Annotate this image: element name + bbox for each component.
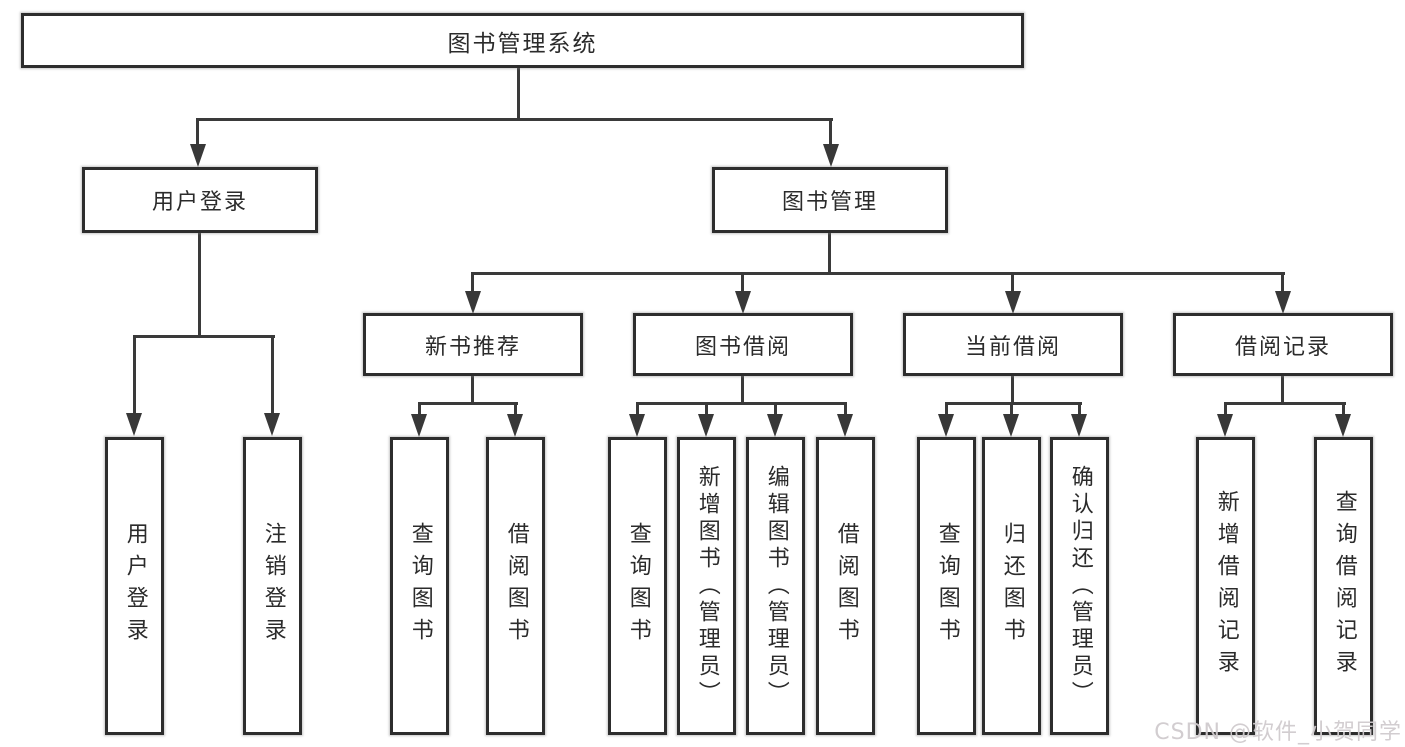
leaf-add-borrow-record: 新增借阅记录 [1196, 437, 1255, 735]
node-label: 借阅图书 [833, 522, 859, 650]
connector-line [705, 402, 708, 417]
node-root: 图书管理系统 [21, 13, 1024, 68]
connector-line [133, 335, 136, 415]
node-borrow-records: 借阅记录 [1173, 313, 1393, 376]
connector-line [471, 272, 474, 298]
node-label: 当前借阅 [964, 334, 1061, 360]
connector-line [774, 402, 777, 417]
arrow-down-icon [735, 291, 751, 314]
leaf-user-login: 用户登录 [105, 437, 164, 735]
arrow-down-icon [507, 414, 523, 437]
watermark: CSDN @软件_小贺同学 [1154, 720, 1402, 745]
arrow-down-icon [1005, 291, 1021, 314]
leaf-borrow-books-borrow: 借阅图书 [816, 437, 875, 735]
connector-line [418, 402, 518, 405]
connector-line [636, 402, 847, 405]
connector-line [471, 272, 1285, 275]
arrow-down-icon [1275, 291, 1291, 314]
connector-line [197, 118, 833, 121]
arrow-down-icon [1003, 414, 1019, 437]
node-label: 查询图书 [934, 522, 960, 650]
connector-line [271, 335, 274, 415]
node-label: 图书管理系统 [447, 30, 598, 57]
connector-line [1224, 402, 1227, 417]
connector-line [1011, 375, 1014, 405]
leaf-query-borrow-record: 查询借阅记录 [1314, 437, 1373, 735]
connector-line [741, 272, 744, 298]
connector-line [133, 335, 275, 338]
arrow-down-icon [190, 144, 206, 167]
arrow-down-icon [1335, 414, 1351, 437]
leaf-logout: 注销登录 [243, 437, 302, 735]
connector-line [471, 375, 474, 405]
leaf-confirm-return-admin: 确认归还（管理员） [1050, 437, 1109, 735]
node-label: 新增图书（管理员） [694, 464, 720, 708]
node-label: 查询借阅记录 [1331, 490, 1357, 682]
connector-line [1281, 375, 1284, 405]
leaf-add-book-admin: 新增图书（管理员） [677, 437, 736, 735]
connector-line [1010, 402, 1013, 417]
leaf-query-books-borrow: 查询图书 [608, 437, 667, 735]
node-label: 查询图书 [625, 522, 651, 650]
arrow-down-icon [411, 414, 427, 437]
arrow-down-icon [823, 144, 839, 167]
connector-line [741, 375, 744, 405]
arrow-down-icon [264, 413, 280, 436]
node-label: 用户登录 [151, 190, 248, 215]
connector-line [945, 402, 948, 417]
leaf-borrow-books-recommend: 借阅图书 [486, 437, 545, 735]
node-label: 归还图书 [999, 522, 1025, 650]
node-label: 借阅图书 [503, 522, 529, 650]
arrow-down-icon [629, 414, 645, 437]
node-new-book-recommend: 新书推荐 [363, 313, 583, 376]
node-label: 确认归还（管理员） [1067, 464, 1093, 708]
node-user-login: 用户登录 [82, 167, 318, 233]
node-current-borrow: 当前借阅 [903, 313, 1123, 376]
node-label: 借阅记录 [1234, 334, 1331, 360]
connector-line [196, 118, 199, 148]
arrow-down-icon [1071, 414, 1087, 437]
connector-line [418, 402, 421, 417]
connector-line [844, 402, 847, 417]
arrow-down-icon [837, 414, 853, 437]
connector-line [1224, 402, 1346, 405]
connector-line [1011, 272, 1014, 298]
arrow-down-icon [767, 414, 783, 437]
leaf-edit-book-admin: 编辑图书（管理员） [746, 437, 805, 735]
connector-line [945, 402, 1082, 405]
node-label: 图书借阅 [694, 334, 791, 360]
connector-line [1078, 402, 1081, 417]
connector-line [514, 402, 517, 417]
node-label: 新增借阅记录 [1213, 490, 1239, 682]
arrow-down-icon [938, 414, 954, 437]
node-book-borrow: 图书借阅 [633, 313, 853, 376]
node-label: 查询图书 [407, 522, 433, 650]
leaf-return-book: 归还图书 [982, 437, 1041, 735]
connector-line [636, 402, 639, 417]
node-label: 编辑图书（管理员） [763, 464, 789, 708]
connector-line [829, 118, 832, 148]
connector-line [1281, 272, 1284, 298]
arrow-down-icon [1217, 414, 1233, 437]
node-label: 新书推荐 [424, 334, 521, 360]
connector-line [828, 231, 831, 275]
node-label: 用户登录 [122, 522, 148, 650]
arrow-down-icon [126, 413, 142, 436]
leaf-query-books-current: 查询图书 [917, 437, 976, 735]
arrow-down-icon [465, 291, 481, 314]
connector-line [1342, 402, 1345, 417]
leaf-query-books-recommend: 查询图书 [390, 437, 449, 735]
node-label: 注销登录 [260, 522, 286, 650]
arrow-down-icon [698, 414, 714, 437]
node-book-management: 图书管理 [712, 167, 948, 233]
node-label: 图书管理 [781, 190, 878, 215]
connector-line [198, 231, 201, 338]
connector-line [517, 67, 520, 121]
